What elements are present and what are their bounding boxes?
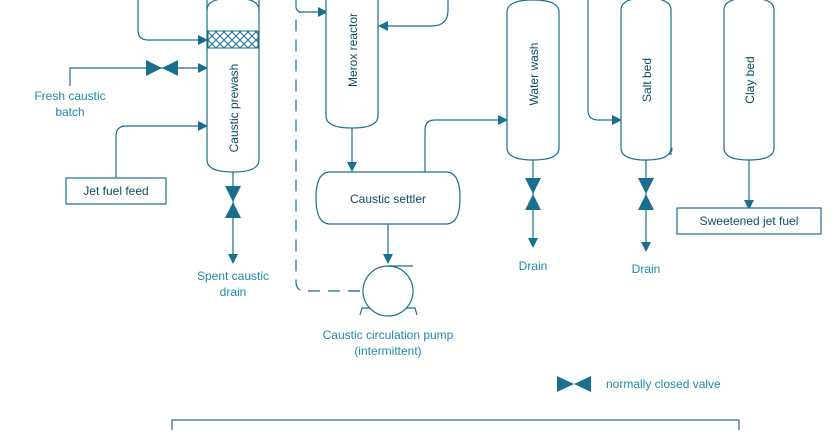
- circulation-pump: [350, 265, 418, 317]
- pump-label-2: (intermittent): [354, 344, 421, 358]
- waterwash-drain-label: Drain: [519, 259, 548, 273]
- feed-line-top: [137, 0, 208, 45]
- fresh-caustic-valve-icon: [146, 60, 178, 76]
- reactor-return-line: [378, 0, 449, 31]
- mesh-packing: [207, 30, 259, 49]
- merox-reactor-vessel: Merox reactor: [325, 0, 379, 129]
- caustic-settler-vessel: Caustic settler: [315, 171, 461, 225]
- prewash-to-reactor-line: [295, 0, 328, 17]
- legend-valve-label: normally closed valve: [606, 377, 721, 391]
- merox-reactor-label: Merox reactor: [346, 13, 360, 87]
- settler-to-waterwash-line: [424, 115, 508, 172]
- salt-bed-label: Salt bed: [640, 58, 654, 102]
- jet-fuel-feed-label: Jet fuel feed: [83, 184, 148, 198]
- pump-label: Caustic circulation pump: [323, 328, 454, 342]
- salt-bed-inlet-line: [587, 0, 622, 125]
- water-wash-vessel: Water wash: [506, 0, 560, 161]
- clay-bed-vessel: Clay bed: [723, 0, 775, 161]
- clay-bed-label: Clay bed: [743, 56, 757, 103]
- prewash-drain-valve-icon: [225, 186, 241, 218]
- water-wash-label: Water wash: [527, 43, 541, 106]
- jet-fuel-feed-line: [115, 121, 208, 178]
- spent-caustic-label: Spent caustic: [197, 269, 269, 283]
- sweetened-jet-fuel-label: Sweetened jet fuel: [700, 214, 799, 228]
- caustic-prewash-label: Caustic prewash: [227, 64, 241, 153]
- fresh-caustic-label-2: batch: [55, 105, 84, 119]
- caustic-prewash-vessel: Caustic prewash: [206, 0, 260, 173]
- jet-fuel-feed-box: Jet fuel feed: [65, 177, 167, 205]
- waterwash-drain-valve-icon: [525, 178, 541, 210]
- fresh-caustic-label: Fresh caustic: [34, 89, 105, 103]
- fresh-caustic-line: [69, 63, 208, 86]
- salt-bed-vessel: Salt bed: [620, 0, 672, 161]
- spent-caustic-label-2: drain: [220, 285, 247, 299]
- saltbed-drain-valve-icon: [638, 178, 654, 210]
- caustic-settler-label: Caustic settler: [350, 192, 426, 206]
- sweetened-jet-fuel-box: Sweetened jet fuel: [676, 207, 822, 235]
- saltbed-drain-label: Drain: [632, 262, 661, 276]
- circulation-dashed-line: [295, 11, 360, 292]
- gate-valve-icon: [557, 376, 591, 392]
- bottom-frame: [171, 419, 740, 435]
